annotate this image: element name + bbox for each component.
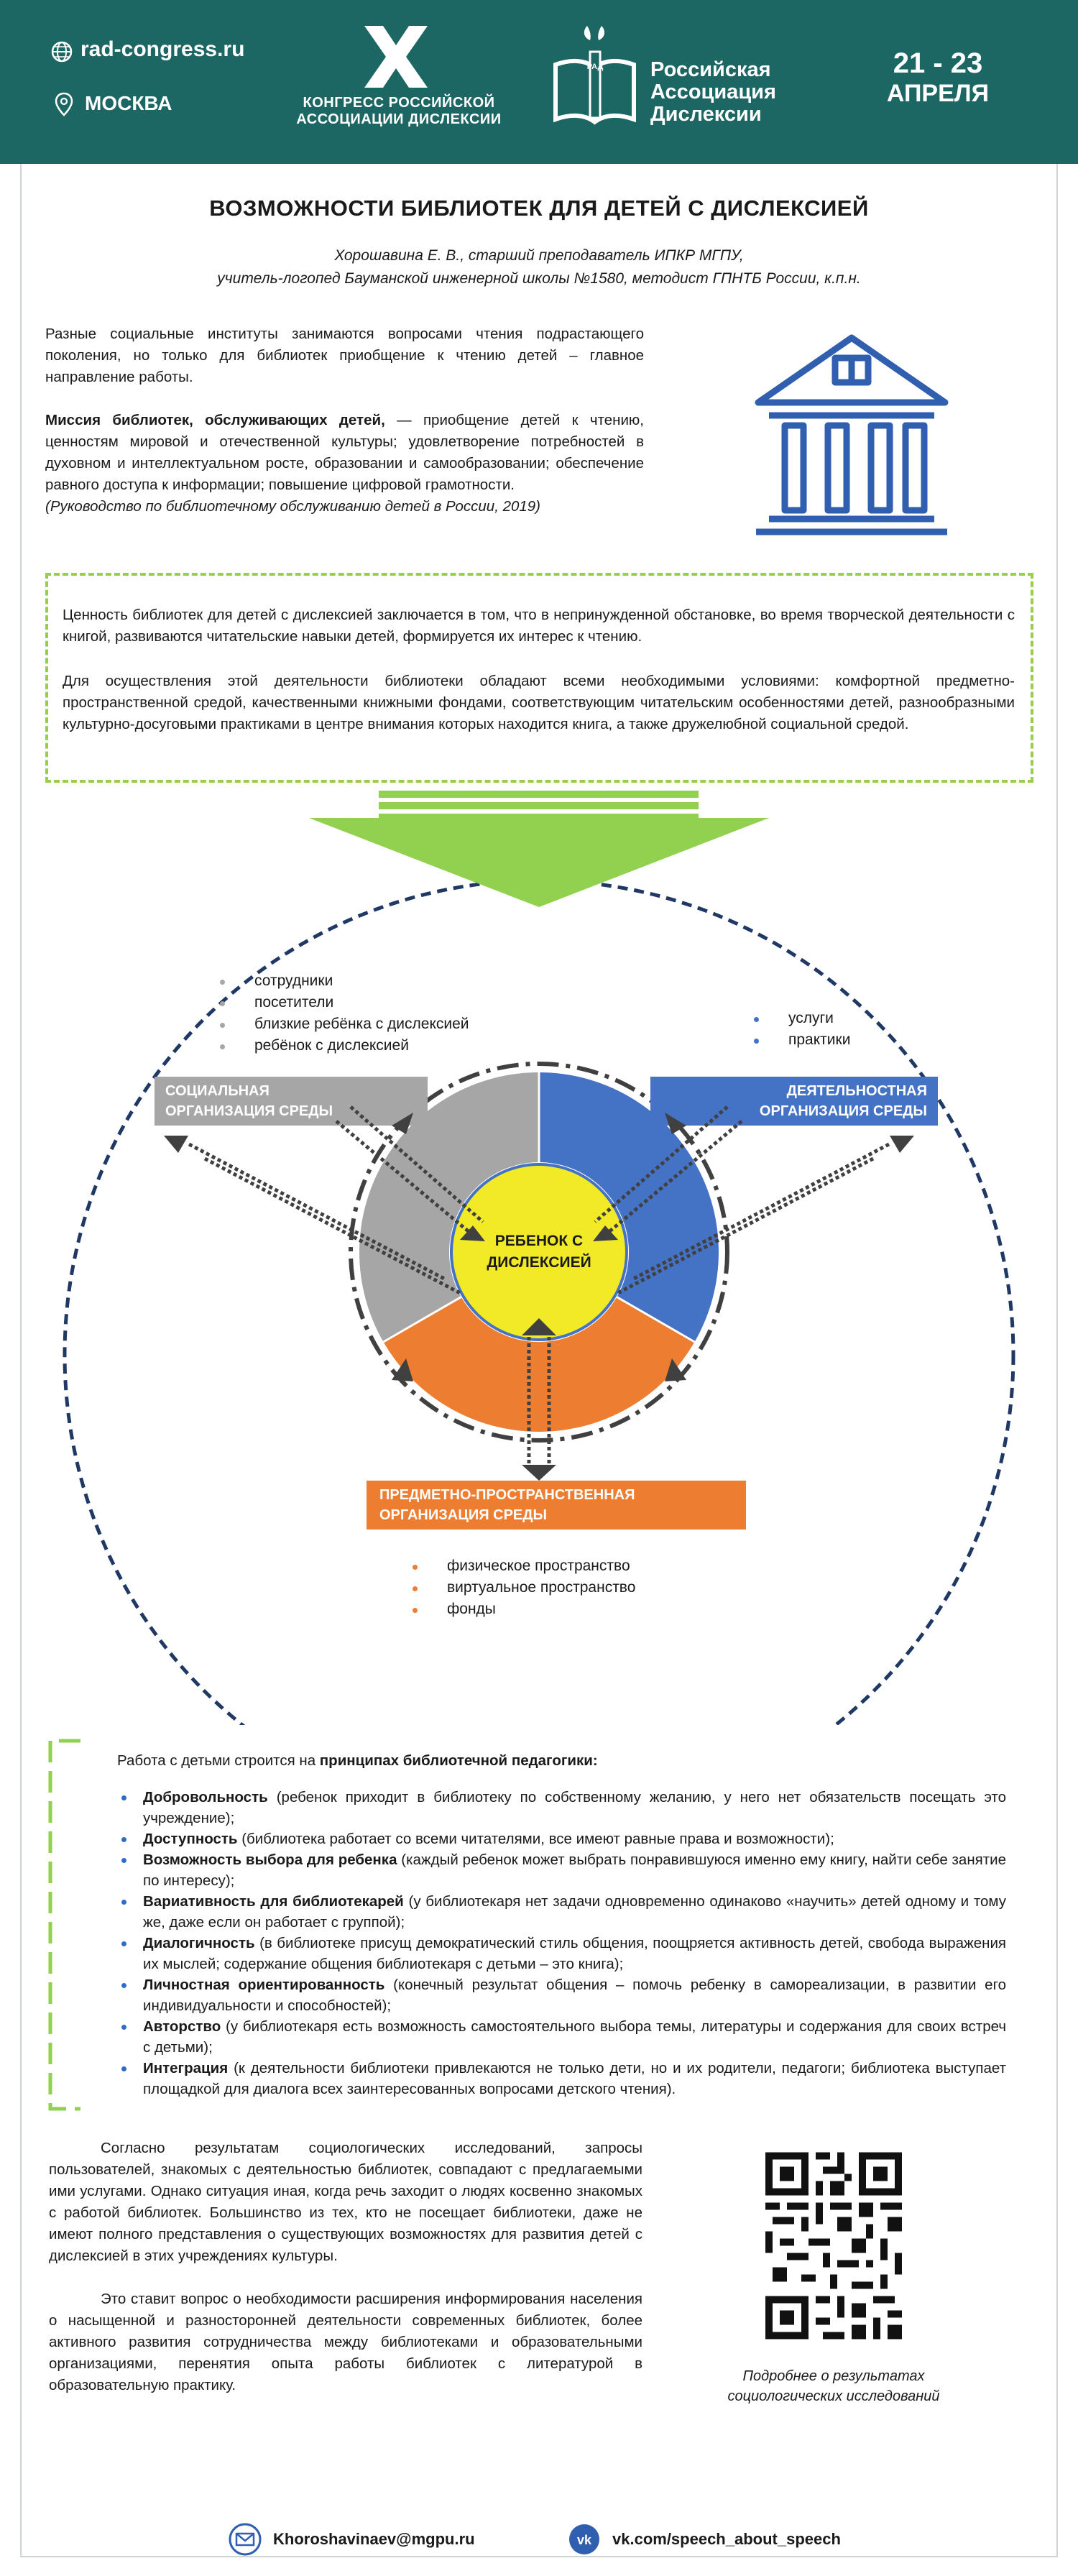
event-dates: 21 - 23 АПРЕЛЯ xyxy=(886,47,990,107)
list-item: Личностная ориентированность (конечный р… xyxy=(119,1974,1006,2016)
congress-name: КОНГРЕСС РОССИЙСКОЙ АССОЦИАЦИИ ДИСЛЕКСИИ xyxy=(296,95,502,127)
svg-text:ПРЕДМЕТНО-ПРОСТРАНСТВЕННАЯ: ПРЕДМЕТНО-ПРОСТРАНСТВЕННАЯ xyxy=(379,1487,635,1503)
space-banner xyxy=(367,1481,746,1530)
svg-text:vk: vk xyxy=(577,2533,592,2547)
congress-x-logo-icon xyxy=(364,26,428,88)
value-paragraph-1: Ценность библиотек для детей с дислексие… xyxy=(63,607,1015,645)
principles-bracket xyxy=(48,1739,80,2111)
svg-text:СОЦИАЛЬНАЯ: СОЦИАЛЬНАЯ xyxy=(165,1083,270,1099)
list-item: Диалогичность (в библиотеке присущ демок… xyxy=(119,1933,1006,1974)
page-frame xyxy=(20,164,1058,2557)
svg-text:ОРГАНИЗАЦИЯ СРЕДЫ: ОРГАНИЗАЦИЯ СРЕДЫ xyxy=(379,1507,547,1523)
social-items-list: сотрудники посетители близкие ребёнка с … xyxy=(216,970,469,1057)
list-item: практики xyxy=(750,1029,850,1051)
conclusion-paragraph-1: Согласно результатам социологических исс… xyxy=(49,2140,642,2264)
qr-caption: Подробнее о результатах социологических … xyxy=(727,2368,940,2404)
list-item: Возможность выбора для ребенка (каждый р… xyxy=(119,1849,1006,1891)
email-link[interactable]: Khoroshavinaev@mgpu.ru xyxy=(273,2530,475,2548)
mission-paragraph: Миссия библиотек, обслуживающих детей, —… xyxy=(45,412,644,493)
list-item: посетители xyxy=(216,992,469,1013)
list-item: физическое пространство xyxy=(408,1555,635,1577)
list-item: Вариативность для библиотекарей (у библи… xyxy=(119,1891,1006,1933)
inner-dashdot-ring xyxy=(349,1062,729,1443)
space-items-list: физическое пространство виртуальное прос… xyxy=(408,1555,635,1620)
list-item: Доступность (библиотека работает со всем… xyxy=(119,1828,1006,1849)
ring-arrowhead xyxy=(392,1358,413,1381)
assoc-book-logo-icon: РАД xyxy=(553,26,636,125)
social-sector xyxy=(359,1072,539,1342)
center-label-line1: РЕБЕНОК С xyxy=(495,1233,583,1249)
principles-list: Добровольность (ребенок приходит в библи… xyxy=(119,1787,1006,2099)
ring-arrowhead xyxy=(665,1113,686,1134)
header-banner: rad-congress.ru МОСКВА КОНГРЕСС РОССИЙСК… xyxy=(0,0,1078,164)
dotted-arrows xyxy=(188,1105,890,1466)
intro-paragraph: Разные социальные институты занимаются в… xyxy=(45,326,644,385)
qr-code[interactable] xyxy=(765,2150,902,2341)
dotted-arrow-heads xyxy=(164,1136,914,1481)
svg-text:ОРГАНИЗАЦИЯ СРЕДЫ: ОРГАНИЗАЦИЯ СРЕДЫ xyxy=(165,1103,333,1119)
conclusion-paragraph-2: Это ставит вопрос о необходимости расшир… xyxy=(49,2291,642,2393)
list-item: услуги xyxy=(750,1008,850,1029)
list-item: близкие ребёнка с дислексией xyxy=(216,1013,469,1035)
principles-section: Работа с детьми строится на принципах би… xyxy=(43,1738,1042,2112)
globe-icon xyxy=(51,41,73,63)
list-item: ребёнок с дислексией xyxy=(216,1035,469,1057)
activity-banner xyxy=(650,1077,938,1126)
green-down-arrow xyxy=(309,791,769,907)
list-item: Авторство (у библиотекаря есть возможнос… xyxy=(119,2016,1006,2058)
email-icon xyxy=(229,2523,262,2556)
location-pin-icon xyxy=(55,92,73,116)
association-name: Российская Ассоциация Дислексии xyxy=(650,58,776,126)
center-circle xyxy=(450,1163,628,1341)
svg-text:ДЕЯТЕЛЬНОСТНАЯ: ДЕЯТЕЛЬНОСТНАЯ xyxy=(787,1083,927,1099)
environment-diagram: РЕБЕНОК С ДИСЛЕКСИЕЙ СОЦИАЛЬНАЯ ОРГАНИЗА… xyxy=(63,791,1015,1725)
principles-intro: Работа с детьми строится на принципах би… xyxy=(117,1752,598,1769)
value-paragraph-2: Для осуществления этой деятельности библ… xyxy=(63,673,1015,732)
author-info: Хорошавина Е. В., старший преподаватель … xyxy=(217,247,861,287)
center-label-line2: ДИСЛЕКСИЕЙ xyxy=(487,1254,591,1271)
social-banner xyxy=(155,1077,428,1126)
space-sector xyxy=(383,1297,695,1432)
list-item: Добровольность (ребенок приходит в библи… xyxy=(119,1787,1006,1828)
list-item: фонды xyxy=(408,1598,635,1620)
list-item: Интеграция (к деятельности библиотеки пр… xyxy=(119,2058,1006,2099)
value-description-box: Ценность библиотек для детей с дислексие… xyxy=(45,573,1033,783)
site-link[interactable]: rad-congress.ru xyxy=(80,37,245,61)
library-building-icon xyxy=(755,334,949,535)
list-item: виртуальное пространство xyxy=(408,1577,635,1598)
intro-section: Разные социальные институты занимаются в… xyxy=(45,323,644,539)
conclusion-section: Согласно результатам социологических исс… xyxy=(49,2138,642,2418)
activity-items-list: услуги практики xyxy=(750,1008,850,1051)
svg-text:ОРГАНИЗАЦИЯ СРЕДЫ: ОРГАНИЗАЦИЯ СРЕДЫ xyxy=(760,1103,927,1119)
ring-arrowhead xyxy=(665,1358,686,1381)
vk-link[interactable]: vk.com/speech_about_speech xyxy=(612,2530,841,2548)
list-item: сотрудники xyxy=(216,970,469,992)
vk-icon: vk xyxy=(569,2524,599,2554)
book-label: РАД xyxy=(587,63,604,71)
page-title: ВОЗМОЖНОСТИ БИБЛИОТЕК ДЛЯ ДЕТЕЙ С ДИСЛЕК… xyxy=(209,196,869,221)
city-label: МОСКВА xyxy=(85,92,172,114)
ring-arrowhead xyxy=(392,1113,413,1134)
source-reference: (Руководство по библиотечному обслуживан… xyxy=(45,498,541,515)
activity-sector xyxy=(539,1072,719,1342)
